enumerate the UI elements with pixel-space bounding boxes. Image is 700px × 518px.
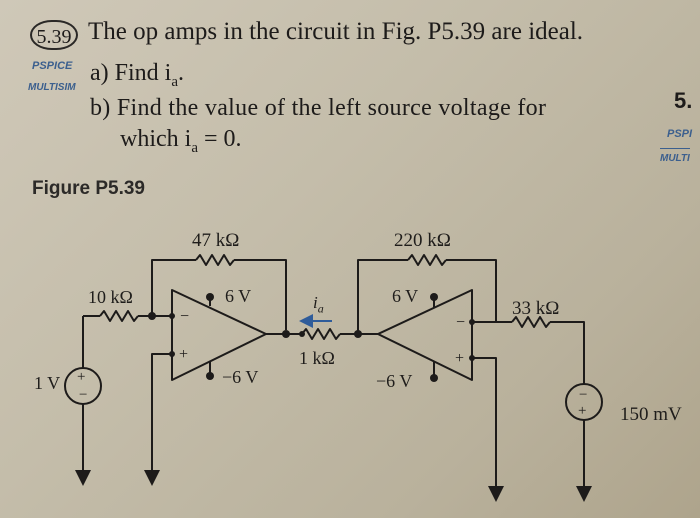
junction-right-noninv	[469, 355, 475, 361]
resistor-10k	[99, 310, 139, 322]
resistor-220k-label: 220 kΩ	[394, 230, 451, 251]
current-ia-letter: i	[313, 293, 318, 312]
wire-right-noninv	[472, 357, 504, 502]
problem-statement: The op amps in the circuit in Fig. P5.39…	[88, 18, 584, 45]
part-b-subscript: a	[191, 139, 198, 156]
wire-fb-right-left	[357, 259, 408, 334]
problem-number: 5.39	[30, 20, 78, 50]
supply-dot-left-plus	[206, 293, 214, 301]
part-b-line-2: which ia = 0.	[120, 126, 242, 157]
supply-dot-right-plus	[430, 293, 438, 301]
left-source-plus: +	[77, 369, 85, 385]
junction-inv-left-b	[169, 313, 175, 319]
resistor-33k-label: 33 kΩ	[512, 298, 560, 319]
right-supply-plus-label: 6 V	[392, 286, 419, 306]
left-source-label: 1 V	[34, 373, 61, 393]
junction-1k-left	[299, 331, 305, 337]
right-supply-minus-label: −6 V	[376, 371, 413, 391]
junction-1k-right	[354, 330, 362, 338]
right-op-amp-minus: −	[456, 314, 465, 331]
right-source-label: 150 mV	[620, 404, 682, 425]
next-problem-number: 5.	[674, 88, 693, 113]
junction-inv-left	[148, 312, 156, 320]
next-multisim-tag: MULTI	[660, 148, 690, 164]
part-a-text: a) Find i	[90, 60, 172, 86]
figure-label: Figure P5.39	[32, 178, 145, 199]
left-supply-plus-label: 6 V	[225, 286, 252, 306]
right-op-amp-plus: +	[455, 350, 464, 367]
multisim-tag: MULTISIM	[28, 82, 76, 93]
resistor-1k	[301, 328, 341, 340]
wire-fb-right-right	[446, 259, 497, 323]
wire-33k-right	[550, 321, 585, 384]
right-source-minus: −	[579, 387, 587, 403]
resistor-33k	[511, 316, 551, 328]
pspice-tag: PSPICE	[32, 60, 73, 72]
wire-noninv-left	[144, 353, 172, 486]
resistor-1k-label: 1 kΩ	[299, 348, 335, 368]
current-ia-label: ia	[313, 293, 324, 316]
left-op-amp	[171, 289, 267, 381]
part-b-prefix: which i	[120, 126, 192, 152]
part-a-subscript: a	[171, 73, 178, 90]
resistor-220k	[407, 254, 447, 266]
junction-right-inv	[469, 319, 475, 325]
resistor-47k	[195, 254, 235, 266]
left-supply-minus-label: −6 V	[222, 367, 259, 387]
part-b-suffix: = 0.	[198, 126, 242, 152]
part-b-line-1: b) Find the value of the left source vol…	[90, 95, 547, 121]
junction-out-left	[282, 330, 290, 338]
part-a-end: .	[178, 60, 184, 86]
left-op-amp-plus: +	[179, 346, 188, 363]
current-ia-subscript: a	[317, 301, 324, 316]
part-a: a) Find ia.	[90, 60, 184, 91]
wire-fb-left-down	[151, 259, 196, 316]
next-pspice-tag: PSPI	[667, 128, 693, 140]
resistor-47k-label: 47 kΩ	[192, 230, 240, 251]
right-op-amp	[377, 289, 473, 381]
junction-noninv-left	[169, 351, 175, 357]
supply-dot-right-minus	[430, 374, 438, 382]
supply-dot-left-minus	[206, 372, 214, 380]
wire-fb-right	[234, 259, 287, 330]
left-source-minus: −	[79, 387, 87, 403]
left-op-amp-minus: −	[180, 308, 189, 325]
right-source-plus: +	[578, 403, 586, 419]
resistor-10k-label: 10 kΩ	[88, 287, 133, 307]
